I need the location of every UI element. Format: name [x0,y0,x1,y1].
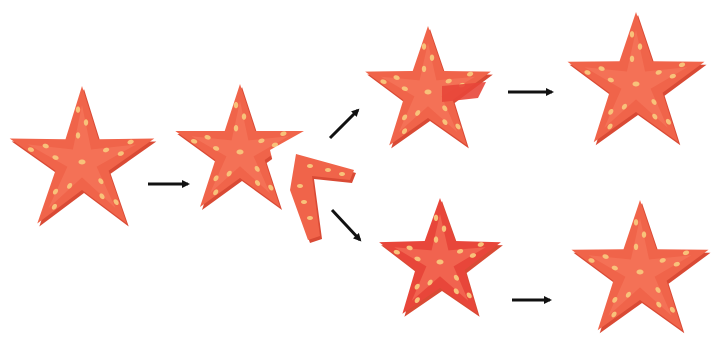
starfish-spot [325,168,331,172]
starfish-spot [307,216,313,220]
starfish-spot [237,150,244,155]
regenerated-starfish-bottom [572,200,711,333]
starfish-spot [76,132,80,138]
starfish-spot [633,82,640,87]
regenerated-starfish-top [568,12,707,145]
starfish-spot [634,244,638,250]
starfish-spot [637,270,644,275]
starfish-whole [10,86,157,227]
starfish-spot [307,164,313,168]
starfish-spot [434,236,438,242]
starfish-spot [297,184,303,188]
starfish-spot [638,43,642,49]
starfish-spot [339,172,345,176]
detached-arm [290,154,356,243]
starfish-spot [634,219,638,225]
starfish-spot [630,31,634,37]
starfish-spot [79,160,86,165]
starfish-spot [234,125,238,131]
arrow-to-arm-regrowth [332,210,360,240]
starfish-spot [422,43,426,49]
starfish-spot [301,200,307,204]
starfish-spot [76,106,80,112]
starfish-spot [242,113,246,119]
starfish-spot [84,119,88,125]
arm-regrowing-body [379,198,503,317]
starfish-spot [437,260,444,265]
starfish-spot [234,102,238,108]
arm-body [290,154,354,240]
starfish-spot [434,215,438,221]
starfish-spot [630,56,634,62]
starfish-spot [642,231,646,237]
starfish-spot [442,226,446,232]
starfish-spot [425,90,432,95]
starfish-spot [422,66,426,72]
arrow-to-body-regrowth [330,110,358,138]
starfish-spot [430,55,434,61]
starfish-regrowing-arm [365,26,493,148]
